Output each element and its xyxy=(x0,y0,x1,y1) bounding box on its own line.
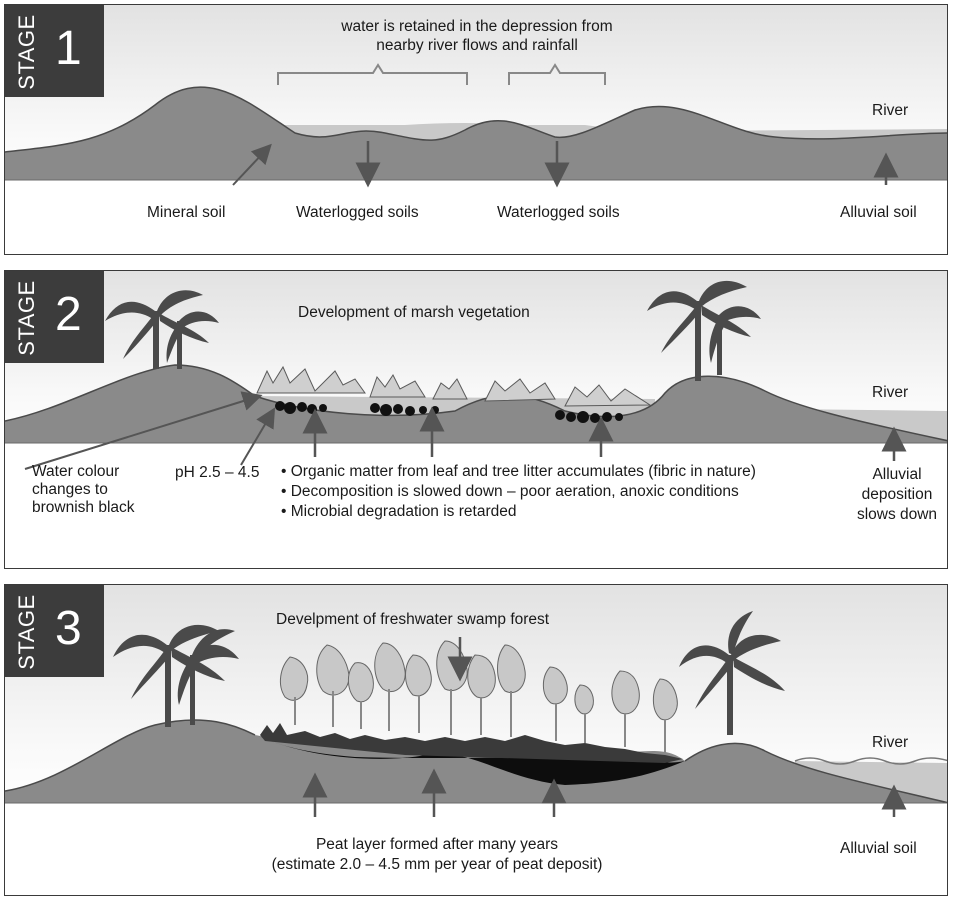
river-label: River xyxy=(872,733,908,752)
stage-word: STAGE xyxy=(14,14,40,90)
marsh-vegetation-title: Development of marsh vegetation xyxy=(298,303,530,322)
waterlogged-soils-label-1: Waterlogged soils xyxy=(296,203,419,222)
water-colour-label: Water colour changes to brownish black xyxy=(32,463,135,517)
swamp-forest-title: Develpment of freshwater swamp forest xyxy=(276,610,549,629)
river-label: River xyxy=(872,383,908,402)
stage-number: 1 xyxy=(55,17,82,81)
alluvial-soil-label: Alluvial soil xyxy=(840,839,917,858)
stage-word: STAGE xyxy=(14,280,40,356)
stage-word: STAGE xyxy=(14,594,40,670)
stage-2-panel: STAGE 2 Development of marsh vegetation … xyxy=(4,270,948,569)
river-label: River xyxy=(872,101,908,120)
alluvial-deposition-label: Alluvial deposition slows down xyxy=(847,465,947,525)
stage-number: 2 xyxy=(55,283,82,347)
stage-number: 3 xyxy=(55,597,82,661)
peat-layer-label: Peat layer formed after many years (esti… xyxy=(217,835,657,875)
bullet-organic-matter: Organic matter from leaf and tree litter… xyxy=(281,462,756,482)
stage-tab: STAGE 2 xyxy=(5,271,104,363)
bullet-microbial: Microbial degradation is retarded xyxy=(281,502,756,522)
stage-1-panel: STAGE 1 water is retained in the depress… xyxy=(4,4,948,255)
stage-2-bullet-list: Organic matter from leaf and tree litter… xyxy=(281,462,756,522)
alluvial-soil-label: Alluvial soil xyxy=(840,203,917,222)
stage-tab: STAGE 1 xyxy=(5,5,104,97)
ph-label: pH 2.5 – 4.5 xyxy=(175,463,259,482)
mineral-soil-label: Mineral soil xyxy=(147,203,225,222)
bullet-decomposition: Decomposition is slowed down – poor aera… xyxy=(281,482,756,502)
stage-3-panel: STAGE 3 Develpment of freshwater swamp f… xyxy=(4,584,948,896)
stage-tab: STAGE 3 xyxy=(5,585,104,677)
water-retained-note: water is retained in the depression from… xyxy=(267,17,687,55)
waterlogged-soils-label-2: Waterlogged soils xyxy=(497,203,620,222)
